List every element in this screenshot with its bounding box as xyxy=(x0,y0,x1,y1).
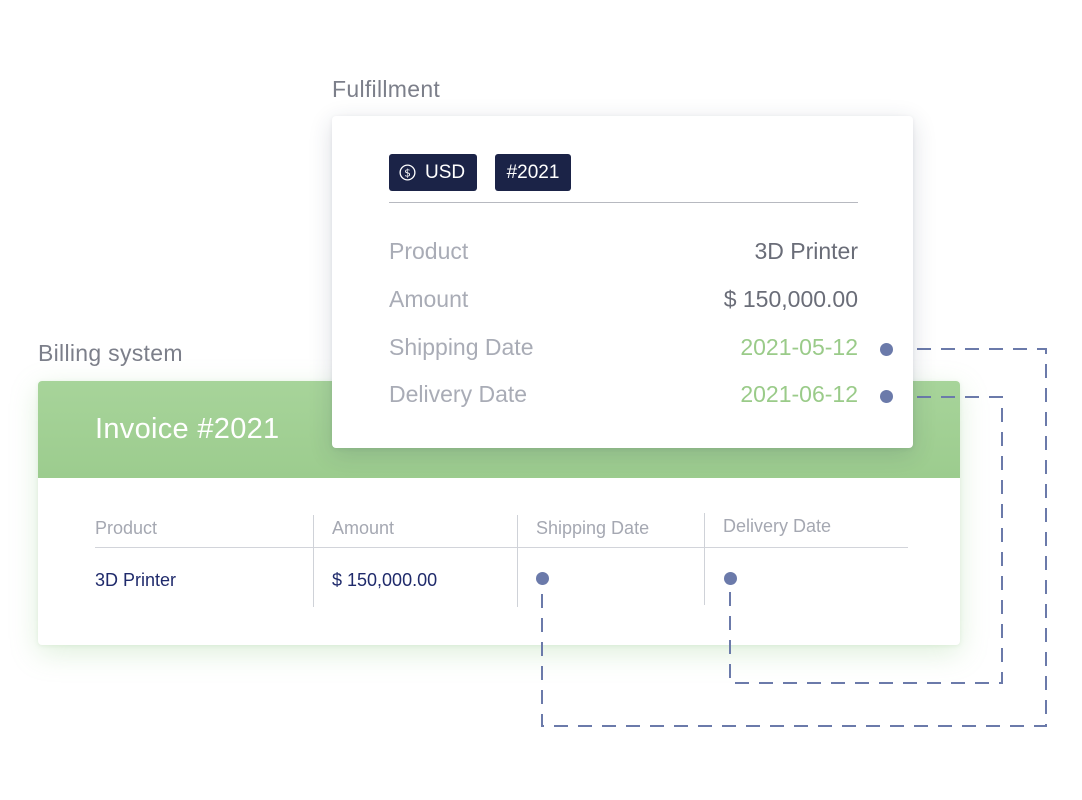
cell-delivery-date-dot xyxy=(724,572,737,585)
delivery-date-label: Delivery Date xyxy=(389,381,528,407)
product-value: 3D Printer xyxy=(754,238,858,264)
cell-product: 3D Printer xyxy=(95,570,177,590)
product-label: Product xyxy=(389,238,469,264)
currency-badge-label: USD xyxy=(425,161,466,183)
amount-label: Amount xyxy=(389,286,469,312)
svg-text:$: $ xyxy=(404,167,411,179)
column-header-delivery-date: Delivery Date xyxy=(723,516,832,536)
shipping-date-value: 2021-05-12 xyxy=(740,334,858,360)
fulfillment-label: Fulfillment xyxy=(332,76,441,102)
column-header-product: Product xyxy=(95,518,158,538)
order-id-label: #2021 xyxy=(506,161,560,183)
column-divider xyxy=(704,513,705,605)
badge-divider xyxy=(389,202,858,203)
shipping-date-label: Shipping Date xyxy=(389,334,534,360)
invoice-title: Invoice #2021 xyxy=(95,413,280,445)
delivery-date-dot xyxy=(880,390,893,403)
column-header-shipping-date: Shipping Date xyxy=(536,518,650,538)
amount-value: $ 150,000.00 xyxy=(723,286,858,312)
shipping-date-dot xyxy=(880,343,893,356)
cell-shipping-date-dot xyxy=(536,572,549,585)
column-divider xyxy=(313,515,314,607)
dollar-circle-icon: $ xyxy=(399,164,416,181)
currency-badge: $ USD xyxy=(389,154,477,191)
order-id-badge: #2021 xyxy=(495,154,571,191)
cell-amount: $ 150,000.00 xyxy=(332,570,438,590)
billing-system-label: Billing system xyxy=(38,340,183,366)
column-header-amount: Amount xyxy=(332,518,395,538)
delivery-date-value: 2021-06-12 xyxy=(740,381,858,407)
column-divider xyxy=(517,515,518,607)
table-header-divider xyxy=(95,547,908,548)
fulfillment-card: $ USD #2021 Product 3D Printer Amount $ … xyxy=(332,116,913,448)
